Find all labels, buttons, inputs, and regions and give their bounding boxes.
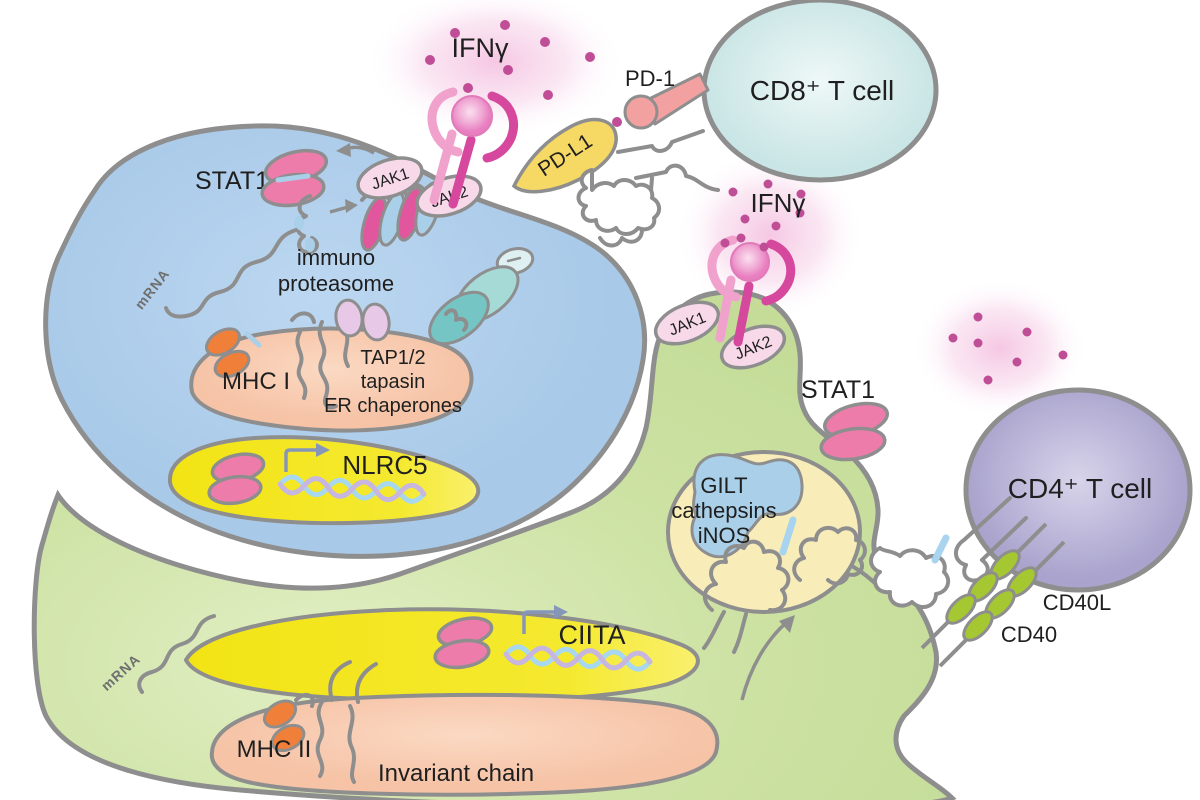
gilt-label-line1: GILT (700, 473, 747, 498)
stat1-label-green: STAT1 (801, 376, 875, 404)
invariant-chain-label: Invariant chain (378, 760, 534, 787)
er-label-line2: tapasin (361, 371, 426, 393)
pd1-molecule (623, 72, 710, 130)
ciita-label: CIITA (559, 620, 626, 650)
transcription-arrow-ciita (522, 605, 568, 634)
ifng-glow-right (675, 150, 865, 320)
dna-helix-nlrc5 (277, 474, 427, 504)
cd4-t-cell (963, 387, 1193, 593)
endosome-arrow (740, 615, 795, 701)
ifng-receptor-green (707, 235, 796, 347)
mrna-strand-green (137, 614, 216, 694)
endosome-peptide (779, 516, 797, 556)
pd1-label: PD-1 (625, 66, 675, 91)
mhc2-label: MHC II (237, 736, 312, 763)
green-er (209, 692, 720, 797)
mhc1-molecule (204, 327, 262, 379)
ifng-dots-top (425, 20, 622, 127)
stat1-dimer-nlrc5 (207, 452, 266, 506)
endosome-antigen-blob (690, 453, 804, 559)
proteasome-arrow (329, 199, 358, 214)
dna-helix-ciita (503, 644, 653, 672)
ifng-label-right: IFNγ (751, 188, 806, 218)
mrna-strand-blue (164, 228, 298, 319)
invariant-chain-squiggles (315, 660, 378, 784)
nlrc5-label: NLRC5 (342, 450, 427, 480)
free-peptide-squiggle (598, 228, 644, 248)
mhc1-label: MHC I (222, 368, 290, 395)
transcription-arrow-nlrc5 (284, 443, 330, 472)
ifng-glow-top (365, 0, 625, 138)
mhc2-peptide (931, 534, 950, 564)
jak1-blue: JAK1 (356, 156, 424, 200)
ifng-dots-right (720, 179, 806, 252)
gilt-label-line3: iNOS (698, 523, 751, 548)
mhc2-presenting-cloud (869, 546, 951, 610)
stat1-dimer-ciita (433, 616, 494, 670)
jak1-green: JAK1 (653, 300, 721, 346)
ifng-glow-cd4 (912, 278, 1088, 418)
blue-er (189, 326, 474, 433)
ifng-dots-cd4 (948, 312, 1068, 385)
mhc2-molecule (262, 692, 315, 753)
cd40-label: CD40 (1001, 622, 1057, 647)
stat1-dimer-green (819, 401, 890, 462)
cd40l-label: CD40L (1043, 590, 1111, 615)
er-label-line1: TAP1/2 (360, 347, 425, 369)
cd40-cd40l-ovals (945, 549, 1038, 642)
immunoproteasome-label-line2: proteasome (278, 271, 394, 296)
ifng-label-top: IFNγ (452, 33, 509, 63)
jak-to-stat1-arrow (336, 143, 375, 157)
mhc1-presenting-cloud (576, 168, 661, 236)
vesicle-organelles (428, 247, 535, 346)
gilt-label-line2: cathepsins (671, 498, 776, 523)
ifng-receptor-blue (427, 87, 518, 209)
cd4-label: CD4⁺ T cell (1008, 473, 1152, 504)
pdl1-molecule (511, 117, 618, 194)
unfolded-protein (294, 194, 319, 254)
stat1-label-blue: STAT1 (195, 167, 269, 195)
er-label-line3: ER chaperones (324, 395, 462, 417)
cd4-tcr-squiggles (954, 496, 1028, 583)
endosome-mhc2-squiggle-left (702, 539, 791, 654)
immunoproteasome-label-line1: immuno (297, 245, 375, 270)
cd8-label: CD8⁺ T cell (750, 75, 894, 106)
chaperone-ovals (334, 298, 391, 342)
